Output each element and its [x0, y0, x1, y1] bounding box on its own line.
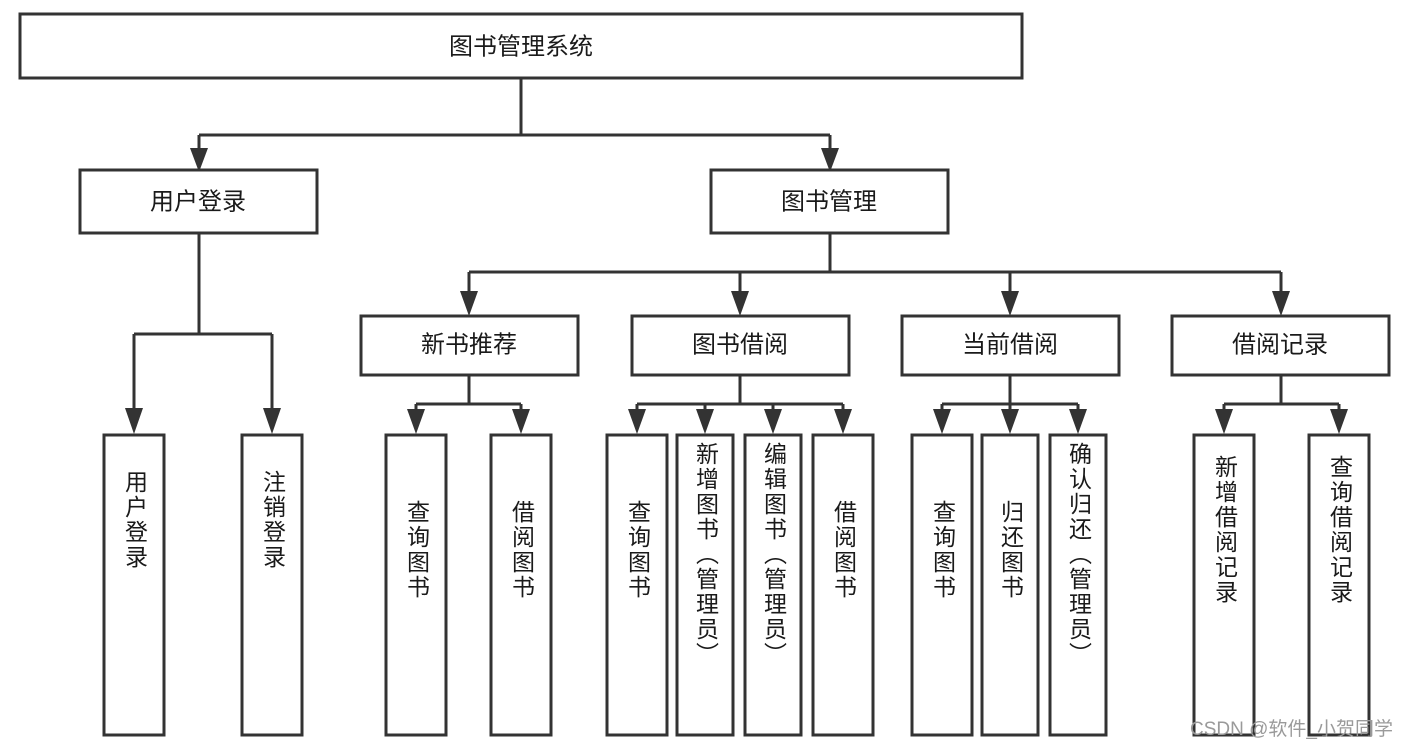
- node-current-borrow-label: 当前借阅: [962, 331, 1058, 358]
- node-user-login-label: 用户登录: [150, 188, 246, 215]
- arrow-user-leaf-2: [263, 408, 281, 434]
- node-book-manage[interactable]: [709, 168, 950, 235]
- node-book-borrow[interactable]: [630, 314, 851, 377]
- node-root-label: 图书管理系统: [449, 33, 593, 60]
- node-current-borrow[interactable]: [900, 314, 1121, 377]
- arrow-book-to-record: [1272, 291, 1290, 316]
- arrow-user-leaf-1: [125, 408, 143, 434]
- arrow-bookborrow-leaf-3: [764, 409, 782, 434]
- node-leaf-user-logout[interactable]: [240, 433, 304, 737]
- node-leaf-user-login[interactable]: [102, 433, 166, 737]
- node-leaf-borrow-book[interactable]: [811, 433, 875, 737]
- arrow-current-leaf-1: [933, 409, 951, 434]
- node-book-manage-label: 图书管理: [781, 188, 877, 215]
- node-new-book-recommend-label: 新书推荐: [421, 331, 517, 358]
- arrow-record-leaf-2: [1330, 409, 1348, 434]
- arrow-current-leaf-3: [1069, 409, 1087, 434]
- node-borrow-record-label: 借阅记录: [1232, 331, 1328, 358]
- node-root[interactable]: [18, 12, 1024, 80]
- node-user-login[interactable]: [78, 168, 319, 235]
- arrow-bookborrow-leaf-1: [628, 409, 646, 434]
- node-leaf-query-book-current[interactable]: [910, 433, 974, 737]
- node-borrow-record[interactable]: [1170, 314, 1391, 377]
- node-leaf-add-book-admin[interactable]: [675, 433, 735, 737]
- connector-group: [125, 78, 1348, 434]
- node-leaf-borrow-book-new[interactable]: [489, 433, 553, 737]
- node-new-book-recommend[interactable]: [359, 314, 580, 377]
- arrow-book-to-borrow: [731, 291, 749, 316]
- node-book-borrow-label: 图书借阅: [692, 331, 788, 358]
- node-leaf-add-borrow-record[interactable]: [1192, 433, 1256, 737]
- node-leaf-query-borrow-record[interactable]: [1307, 433, 1371, 737]
- watermark-text: CSDN @软件_小贺同学: [1190, 719, 1393, 740]
- node-leaf-confirm-return-admin[interactable]: [1048, 433, 1108, 737]
- node-leaf-return-book[interactable]: [980, 433, 1040, 737]
- arrow-book-to-current: [1001, 291, 1019, 316]
- node-leaf-edit-book-admin[interactable]: [743, 433, 803, 737]
- arrow-current-leaf-2: [1001, 409, 1019, 434]
- node-leaf-query-book-borrow[interactable]: [605, 433, 669, 737]
- arrow-root-to-book: [821, 148, 839, 172]
- node-group: 图书管理系统 用户登录 图书管理 新书推荐 图书借阅 当前借阅 借阅记录: [18, 12, 1391, 737]
- arrow-newbook-leaf-1: [407, 409, 425, 434]
- arrow-record-leaf-1: [1215, 409, 1233, 434]
- arrow-root-to-user: [190, 148, 208, 172]
- arrow-bookborrow-leaf-4: [834, 409, 852, 434]
- node-leaf-query-book-new[interactable]: [384, 433, 448, 737]
- arrow-book-to-new: [460, 291, 478, 316]
- arrow-bookborrow-leaf-2: [696, 409, 714, 434]
- arrow-newbook-leaf-2: [512, 409, 530, 434]
